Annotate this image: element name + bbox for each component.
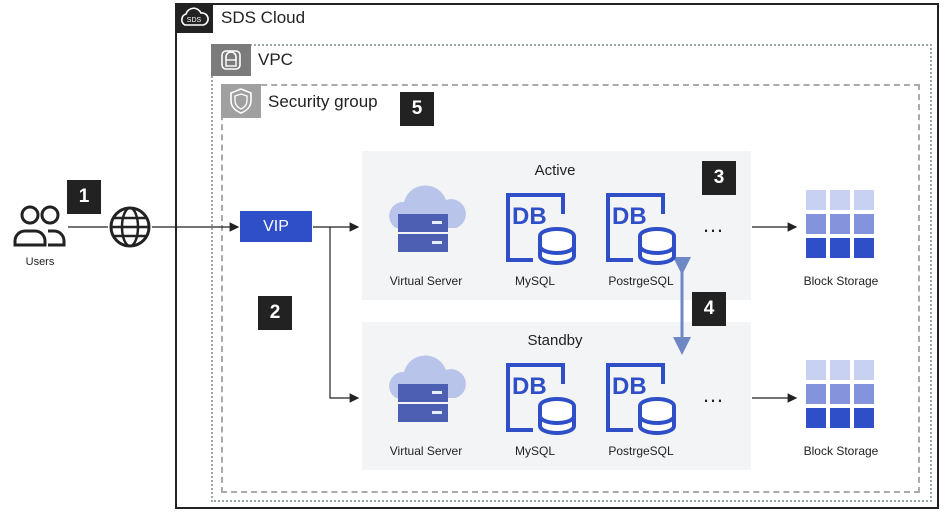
- active-postgresql-label: PostrgeSQL: [608, 274, 674, 288]
- vpc-container: [211, 44, 932, 502]
- sds-badge: SDS: [187, 17, 202, 24]
- users-label: Users: [25, 256, 55, 268]
- mysql-db-icon: DB: [505, 192, 585, 277]
- security-group-title: Security group: [268, 92, 378, 111]
- marker-2: 2: [258, 296, 292, 330]
- db-text: DB: [512, 203, 547, 230]
- lock-icon: [211, 44, 251, 76]
- standby-title: Standby: [527, 332, 583, 349]
- sds-cloud-icon: SDS: [175, 3, 213, 33]
- active-block-storage-label: Block Storage: [803, 274, 879, 288]
- db-text: DB: [512, 373, 547, 400]
- postgresql-db-icon: DB: [605, 192, 685, 277]
- db-text: DB: [612, 373, 647, 400]
- mysql-db-icon: DB: [505, 362, 585, 447]
- marker-3: 3: [702, 161, 736, 195]
- virtual-server-icon: [386, 350, 466, 445]
- marker-1: 1: [67, 180, 101, 214]
- active-mysql-label: MySQL: [514, 274, 555, 288]
- marker-4: 4: [692, 292, 726, 326]
- postgresql-db-icon: DB: [605, 362, 685, 447]
- security-group-container: [221, 84, 920, 493]
- db-text: DB: [612, 203, 647, 230]
- vip-to-standby-arrow: [329, 227, 360, 403]
- virtual-server-icon: [386, 180, 466, 275]
- standby-virtual-server-label: Virtual Server: [389, 444, 463, 458]
- globe-icon: [108, 205, 152, 254]
- shield-icon: [221, 84, 261, 118]
- sds-cloud-container: [175, 3, 939, 509]
- active-title: Active: [534, 162, 576, 179]
- sds-cloud-title: SDS Cloud: [221, 8, 306, 27]
- vpc-title: VPC: [258, 50, 293, 69]
- users-icon: [12, 203, 68, 254]
- vip-box: VIP: [240, 211, 312, 242]
- standby-mysql-label: MySQL: [514, 444, 555, 458]
- active-virtual-server-label: Virtual Server: [389, 274, 463, 288]
- block-storage-icon: [806, 190, 876, 265]
- block-storage-icon: [806, 360, 876, 435]
- standby-block-storage-label: Block Storage: [803, 444, 879, 458]
- active-ellipsis: …: [702, 212, 724, 237]
- marker-5: 5: [400, 92, 434, 126]
- standby-ellipsis: …: [702, 382, 724, 407]
- standby-postgresql-label: PostrgeSQL: [608, 444, 674, 458]
